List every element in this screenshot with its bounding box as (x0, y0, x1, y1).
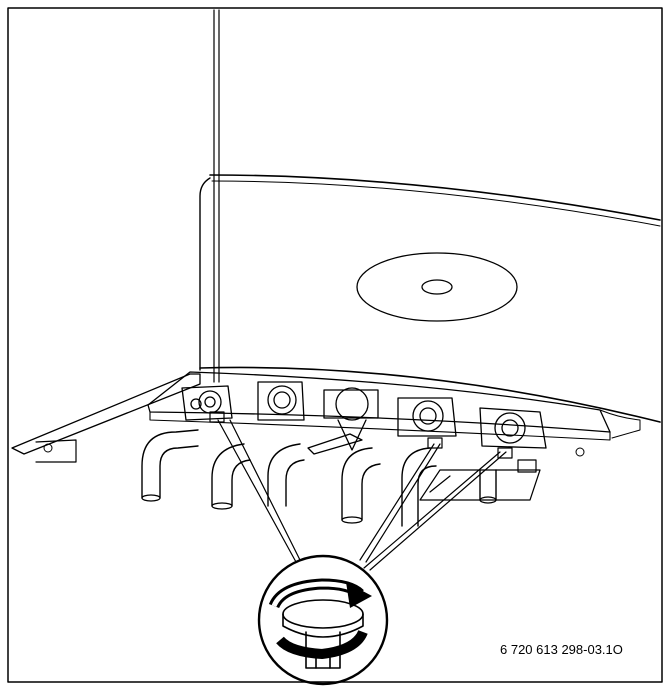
casing-top-edge (209, 174, 661, 221)
gas-valve-lever (307, 433, 363, 455)
mounting-plate (11, 373, 201, 455)
pipe-2 (211, 443, 251, 507)
pipe-bracket (419, 469, 541, 501)
pipe-3 (267, 443, 305, 507)
valve-housing-5 (479, 407, 547, 449)
casing-bottom-edge (199, 366, 661, 423)
service-valve-nut-1 (209, 411, 225, 423)
callout-detail-circle (257, 554, 389, 686)
pipe-4 (341, 447, 381, 521)
valve-housing-4 (397, 397, 457, 437)
pipe-6 (479, 469, 497, 501)
pipe-5 (401, 447, 437, 527)
valve-housing-2 (257, 381, 305, 421)
wall-seam (213, 9, 220, 383)
casing-left-edge (199, 177, 211, 371)
figure-code-label: 6 720 613 298-03.1O (500, 642, 623, 657)
front-logo-ellipse (356, 252, 518, 322)
connection-plate (147, 371, 611, 433)
callout-lines (217, 419, 507, 571)
rotate-clockwise-arrow-icon (268, 578, 372, 660)
service-valve-nut-2 (427, 437, 443, 449)
pipe-1 (141, 429, 199, 499)
valve-housing-3 (323, 387, 379, 451)
